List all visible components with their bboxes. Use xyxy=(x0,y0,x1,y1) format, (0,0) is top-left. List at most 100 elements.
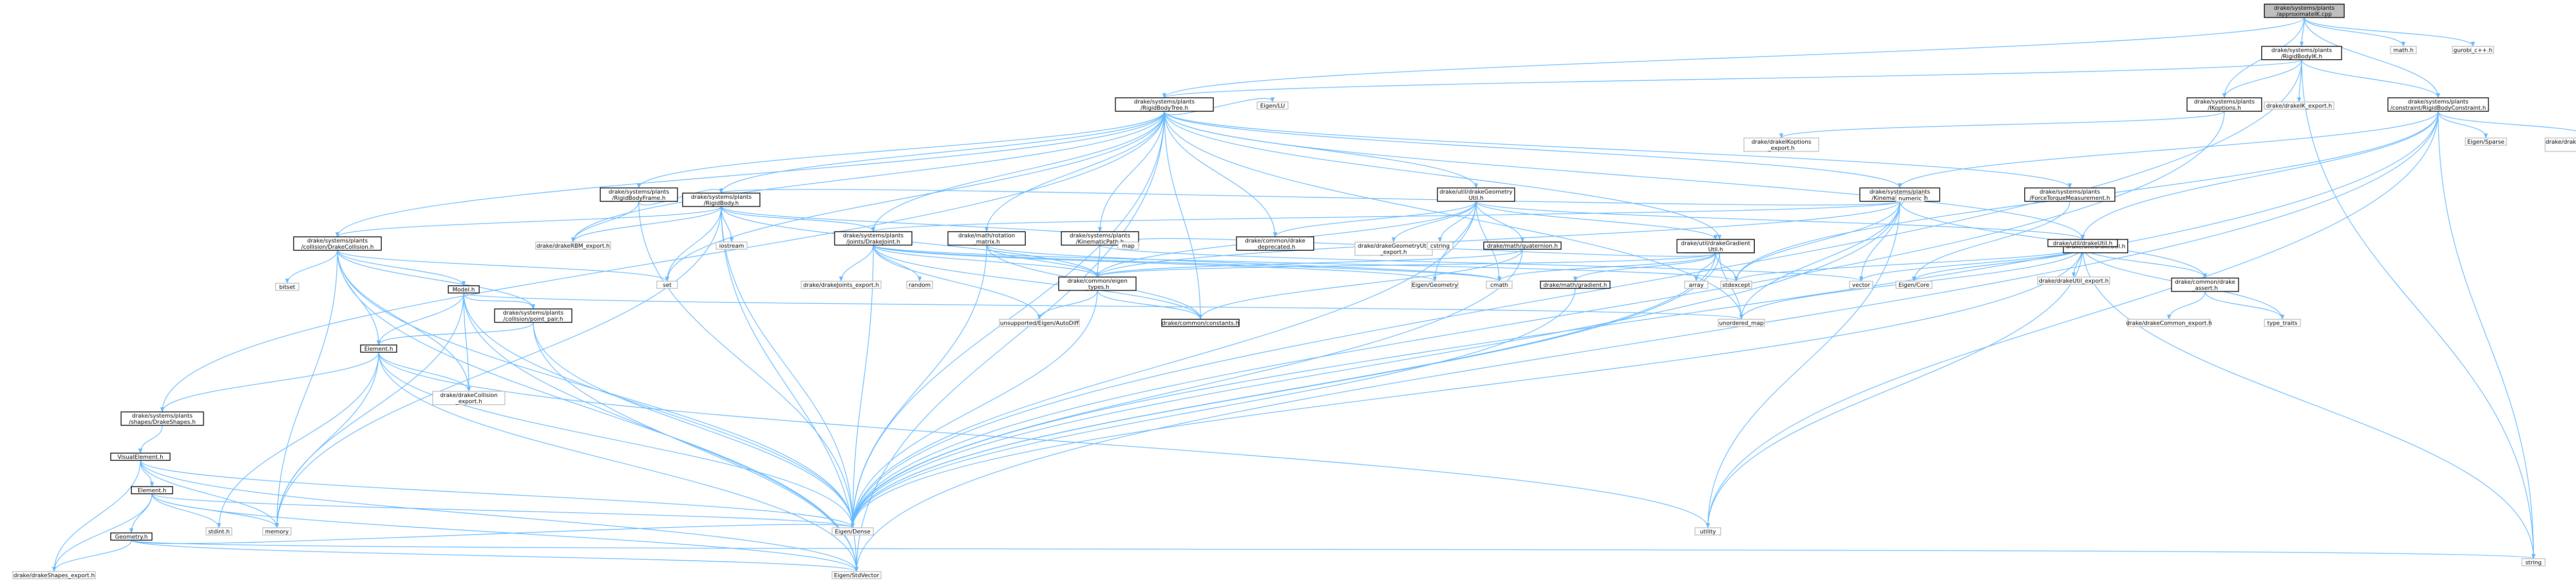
node-box[interactable] xyxy=(1236,236,1314,251)
graph-node-ftm[interactable]: drake/systems/plants/ForceTorqueMeasurem… xyxy=(2024,187,2115,202)
dependency-edge xyxy=(1476,201,1718,240)
graph-node-rbframe[interactable]: drake/systems/plants/RigidBodyFrame.h xyxy=(600,187,678,202)
node-box[interactable] xyxy=(2187,97,2262,112)
node-label: drake/common/drake xyxy=(1245,237,1306,244)
dependency-edge xyxy=(52,540,132,572)
node-label: Model.h xyxy=(452,286,475,293)
node-box xyxy=(1411,281,1459,289)
dependency-edge xyxy=(1706,111,2439,528)
node-box[interactable] xyxy=(2024,187,2115,202)
node-box[interactable] xyxy=(1540,281,1611,289)
node-box[interactable] xyxy=(1483,241,1562,250)
node-box xyxy=(832,571,882,579)
node-box[interactable] xyxy=(110,532,152,541)
node-box xyxy=(656,281,678,289)
graph-node-pointpair[interactable]: drake/systems/plants/collision/point_pai… xyxy=(494,308,572,323)
graph-node-model[interactable]: Model.h xyxy=(448,285,480,294)
node-box[interactable] xyxy=(360,344,397,353)
graph-node-geometry[interactable]: Geometry.h xyxy=(110,532,152,541)
graph-node-rbconstraint[interactable]: drake/systems/plants/constraint/RigidBod… xyxy=(2387,97,2489,112)
graph-node-deprecated[interactable]: drake/common/drake_deprecated.h xyxy=(1236,236,1314,251)
graph-node-rigidbodyik[interactable]: drake/systems/plants/RigidBodyIK.h xyxy=(2261,46,2342,60)
node-box[interactable] xyxy=(1058,277,1137,291)
graph-node-ikoptions[interactable]: drake/systems/plants/IKoptions.h xyxy=(2187,97,2262,112)
dependency-edge xyxy=(719,188,1901,205)
graph-node-collision-export: drake/drakeCollision_export.h xyxy=(432,391,505,405)
node-box[interactable] xyxy=(1676,239,1755,253)
node-box[interactable] xyxy=(1115,97,1214,112)
node-box[interactable] xyxy=(947,231,1026,246)
dependency-edge xyxy=(854,111,2439,572)
node-box xyxy=(1718,319,1765,327)
graph-node-visualelement[interactable]: VisualElement.h xyxy=(110,453,171,461)
graph-node-rbt[interactable]: drake/systems/plants/RigidBodyTree.h xyxy=(1115,97,1214,112)
node-label: drake/systems/plants xyxy=(2194,98,2255,105)
node-box[interactable] xyxy=(1161,319,1240,327)
node-box[interactable] xyxy=(2047,239,2118,247)
dependency-edge xyxy=(851,201,1477,528)
node-label: Util.h xyxy=(1469,195,1484,201)
dependency-edge xyxy=(871,201,1901,232)
node-label: drake/math/quaternion.h xyxy=(1487,243,1557,249)
dependency-edge xyxy=(1099,245,1863,282)
dependency-edge xyxy=(851,59,2302,528)
node-box xyxy=(2037,277,2110,285)
graph-node-eigensparse: Eigen/Sparse xyxy=(2465,137,2507,146)
graph-node-eigenutil[interactable]: drake/common/eigen_types.h xyxy=(1058,277,1137,291)
graph-node-rotmat[interactable]: drake/math/rotation_matrix.h xyxy=(947,231,1026,246)
graph-node-rbconstr-export: drake/drakeRigidBodyConstraint_export.h xyxy=(2545,137,2576,152)
graph-node-element[interactable]: Element.h xyxy=(360,344,397,353)
node-box[interactable] xyxy=(293,236,382,251)
edge-layer xyxy=(52,17,2576,572)
node-label: drake/util/drakeUtil.h xyxy=(2053,240,2113,247)
dependency-edge xyxy=(637,111,1165,188)
node-box[interactable] xyxy=(600,187,678,202)
node-box[interactable] xyxy=(131,486,173,494)
graph-node-drakeassert[interactable]: drake/common/drake_assert.h xyxy=(2171,278,2239,292)
graph-node-stdvector: Eigen/StdVector xyxy=(832,571,882,579)
dependency-edge xyxy=(285,250,338,284)
graph-node-shapes-element[interactable]: Element.h xyxy=(131,486,173,494)
dependency-edge xyxy=(2437,111,2536,559)
graph-node-joints[interactable]: drake/systems/plants/joints/DrakeJoint.h xyxy=(834,231,912,246)
node-box[interactable] xyxy=(682,193,760,207)
graph-node-drakeutil-h[interactable]: drake/util/drakeUtil.h xyxy=(2047,239,2118,247)
graph-node-drakeutil-export: drake/drakeUtil_export.h xyxy=(2037,277,2110,285)
dependency-edge xyxy=(337,250,535,309)
node-box[interactable] xyxy=(494,308,572,323)
node-box[interactable] xyxy=(110,453,171,461)
graph-node-stdint: stdint.h xyxy=(206,527,232,536)
dependency-edge xyxy=(533,322,859,572)
dependency-edge xyxy=(873,245,1042,320)
dependency-edge xyxy=(2301,59,2441,98)
graph-node-mathgradient[interactable]: drake/math/gradient.h xyxy=(1540,281,1611,289)
dependency-edge xyxy=(839,245,874,282)
graph-node-rigidbody[interactable]: drake/systems/plants/RigidBody.h xyxy=(682,193,760,207)
node-box[interactable] xyxy=(121,411,204,426)
node-label: /collision/point_pair.h xyxy=(503,316,563,322)
dependency-edge xyxy=(378,352,859,572)
dependency-edge xyxy=(140,460,855,528)
dependency-edge xyxy=(1162,59,2302,98)
node-label: numeric xyxy=(1899,195,1922,202)
dependency-edge xyxy=(275,352,379,528)
dependency-edge xyxy=(1162,17,2305,98)
dependency-edge xyxy=(1859,201,1901,282)
node-label: drake/common/eigen xyxy=(1067,278,1128,284)
node-box[interactable] xyxy=(448,285,480,294)
node-box[interactable] xyxy=(1437,187,1515,202)
node-label: memory xyxy=(265,528,289,535)
node-label: /RigidBody.h xyxy=(704,200,739,206)
graph-node-constants[interactable]: drake/common/constants.h xyxy=(1161,319,1240,327)
node-box[interactable] xyxy=(2387,97,2489,112)
node-box[interactable] xyxy=(2171,278,2239,292)
graph-node-geomutil[interactable]: drake/util/drakeGeometryUtil.h xyxy=(1437,187,1515,202)
node-box xyxy=(206,527,232,536)
graph-node-quaternion[interactable]: drake/math/quaternion.h xyxy=(1483,241,1562,250)
graph-node-drakeshapes[interactable]: drake/systems/plants/shapes/DrakeShapes.… xyxy=(121,411,204,426)
graph-node-drakecollision[interactable]: drake/systems/plants/collision/DrakeColl… xyxy=(293,236,382,251)
node-box[interactable] xyxy=(834,231,912,246)
node-label: string xyxy=(2526,559,2542,566)
node-box[interactable] xyxy=(2261,46,2342,60)
